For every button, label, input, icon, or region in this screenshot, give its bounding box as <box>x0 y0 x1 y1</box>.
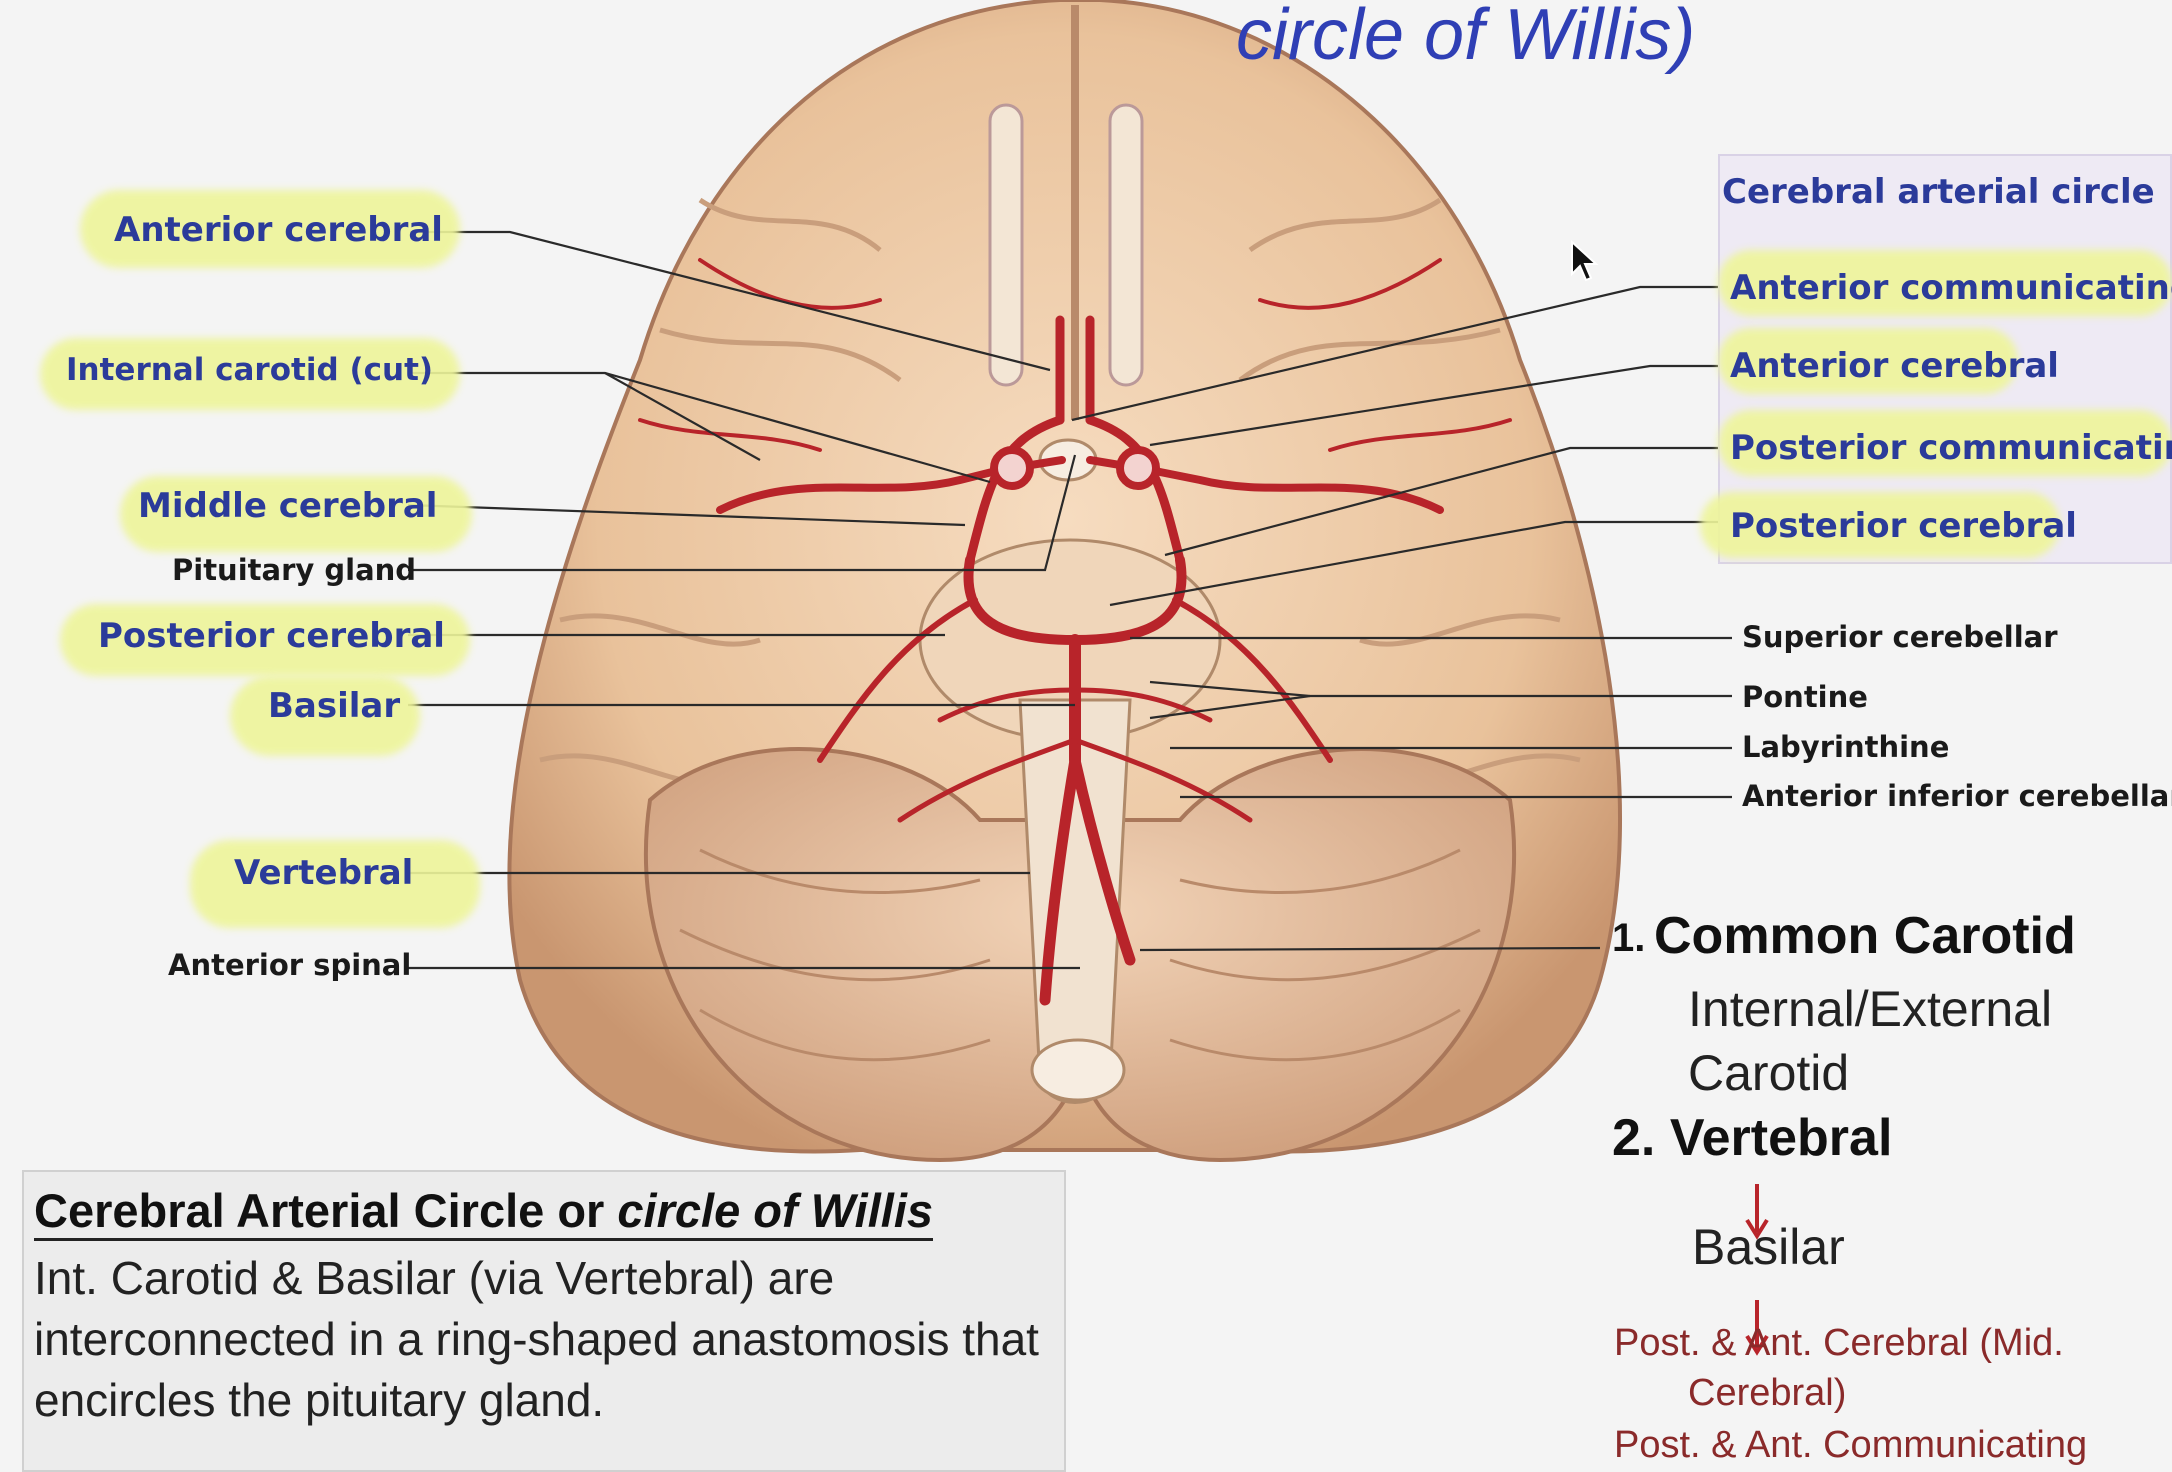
mouse-cursor-icon <box>1571 240 1599 282</box>
leader-lines <box>407 230 1732 970</box>
label-highlight <box>190 840 480 928</box>
label-highlight <box>60 604 470 676</box>
pathway-result1a: Post. & Ant. Cerebral (Mid. <box>1614 1322 2064 1364</box>
label-highlight <box>1700 492 2060 558</box>
label-middle-cerebral: Middle cerebral <box>138 486 438 526</box>
key-item-anterior-communicating: Anterior communicating <box>1730 268 2172 308</box>
key-item-anterior-cerebral: Anterior cerebral <box>1730 346 2059 386</box>
pathway-step2: 2. Vertebral <box>1612 1109 1893 1167</box>
label-highlight <box>80 190 460 268</box>
title-suffix: ) <box>1671 0 1696 75</box>
pathway-step1-number: 1. <box>1612 916 1646 960</box>
caption-heading-italic: circle of Willis <box>617 1184 934 1237</box>
caption-box: Cerebral Arterial Circle or circle of Wi… <box>22 1170 1066 1472</box>
label-superior-cerebellar: Superior cerebellar <box>1742 620 2058 654</box>
label-labyrinthine: Labyrinthine <box>1742 730 1950 764</box>
olfactory-bulbs <box>988 103 1144 387</box>
caption-heading-plain: Cerebral Arterial Circle or <box>34 1184 618 1237</box>
label-internal-carotid: Internal carotid (cut) <box>66 352 434 388</box>
label-highlight <box>1718 328 2018 394</box>
label-posterior-cerebral-left: Posterior cerebral <box>98 616 445 656</box>
label-anterior-inferior-cerebellar: Anterior inferior cerebellar <box>1742 779 2172 813</box>
label-vertebral: Vertebral <box>234 853 414 893</box>
label-pituitary-gland: Pituitary gland <box>172 553 417 587</box>
label-highlight <box>1718 410 2172 476</box>
pathway-result1b: Cerebral) <box>1688 1372 1847 1414</box>
arteries <box>638 258 1512 1006</box>
down-arrow-icon <box>1745 1184 1769 1240</box>
slide-title-fragment: circle of Willis) <box>1236 0 1695 76</box>
pathway-step1-sub1: Internal/External <box>1688 981 2053 1037</box>
key-item-posterior-cerebral: Posterior cerebral <box>1730 506 2077 546</box>
key-heading: Cerebral arterial circle <box>1722 172 2155 212</box>
label-highlight <box>40 338 460 410</box>
pathway-step1-sub2: Carotid <box>1688 1045 1850 1101</box>
pathway-result2: Post. & Ant. Communicating <box>1614 1424 2088 1466</box>
label-pontine: Pontine <box>1742 680 1868 714</box>
label-anterior-cerebral: Anterior cerebral <box>114 210 443 250</box>
label-highlight <box>120 476 472 552</box>
title-italic-text: circle of Willis <box>1236 0 1672 75</box>
label-basilar: Basilar <box>268 686 401 726</box>
label-anterior-spinal: Anterior spinal <box>168 948 412 982</box>
pathway-step1: Common Carotid <box>1654 907 2076 965</box>
down-arrow-icon <box>1745 1300 1769 1356</box>
label-highlight <box>1718 250 2172 316</box>
label-highlight <box>230 676 420 756</box>
pathway-step2-sub: Basilar <box>1692 1219 1845 1275</box>
caption-body: Int. Carotid & Basilar (via Vertebral) a… <box>34 1252 1039 1426</box>
key-item-posterior-communicating: Posterior communicating <box>1730 428 2172 468</box>
caption-heading: Cerebral Arterial Circle or circle of Wi… <box>34 1184 934 1241</box>
